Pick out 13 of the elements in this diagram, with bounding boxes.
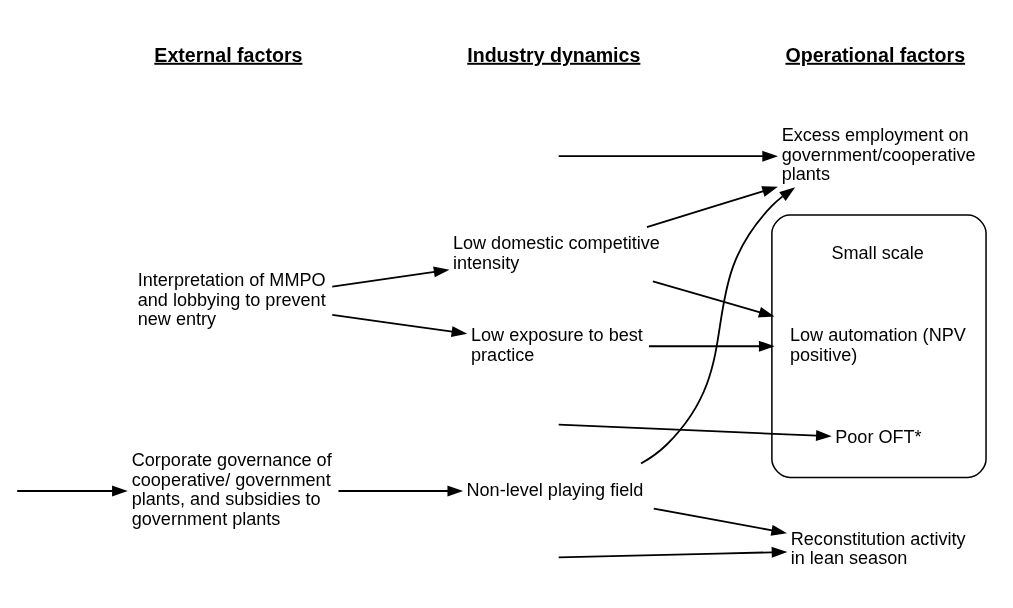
node-text: Low automation (NPV positive) xyxy=(789,325,966,365)
label: External factors xyxy=(154,43,303,66)
node-text: Excess employment on government/cooperative plants xyxy=(781,125,976,185)
node-text: Non-level playing field xyxy=(466,479,644,500)
node-text: Reconstitution activity in lean season xyxy=(790,528,966,569)
label: Industry dynamics xyxy=(467,43,641,66)
node-text: Low exposure to best practice xyxy=(471,325,643,365)
node-text: Interpretation of MMPO and lobbying to prevent new entry xyxy=(137,270,326,330)
node-text: Corporate governance of cooperative/ government plants, and subsidies to government plants xyxy=(131,450,332,530)
label: Operational factors xyxy=(785,43,966,66)
node-text: Small scale xyxy=(831,242,924,263)
node-text: Low domestic competitive intensity xyxy=(452,233,660,273)
node-text: Poor OFT* xyxy=(835,426,922,447)
